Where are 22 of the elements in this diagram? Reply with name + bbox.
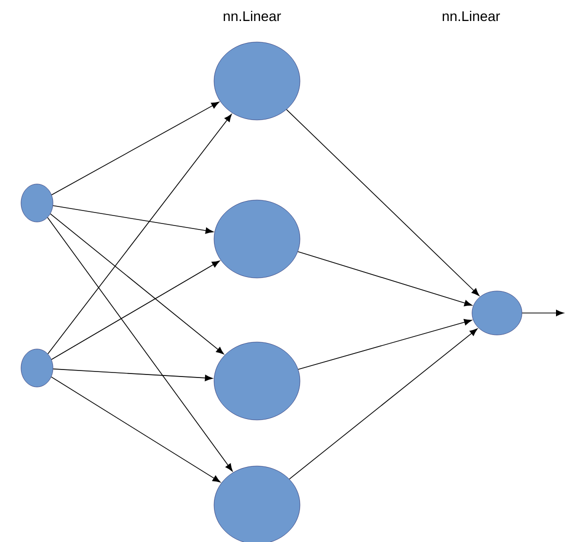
arrow: [47, 114, 232, 354]
arrow: [47, 217, 233, 472]
arrow: [50, 213, 224, 354]
arrow: [52, 205, 214, 234]
arrow: [298, 319, 472, 370]
neuron-circle: [214, 200, 300, 278]
neuron-circle: [472, 290, 522, 336]
neuron-circle: [214, 466, 300, 542]
arrow: [522, 310, 564, 316]
layer-label: nn.Linear: [224, 10, 281, 22]
arrow: [286, 109, 480, 296]
layer-label: nn.Linear: [442, 10, 500, 22]
arrow: [297, 251, 472, 306]
arrow: [50, 376, 220, 482]
neuron-circle: [20, 184, 54, 222]
arrow: [288, 328, 478, 480]
neuron-circle: [214, 42, 300, 120]
arrow: [51, 260, 220, 360]
arrow: [52, 368, 213, 382]
neuron-circle: [20, 348, 54, 388]
neuron-circle: [214, 342, 300, 420]
arrow: [51, 102, 220, 196]
